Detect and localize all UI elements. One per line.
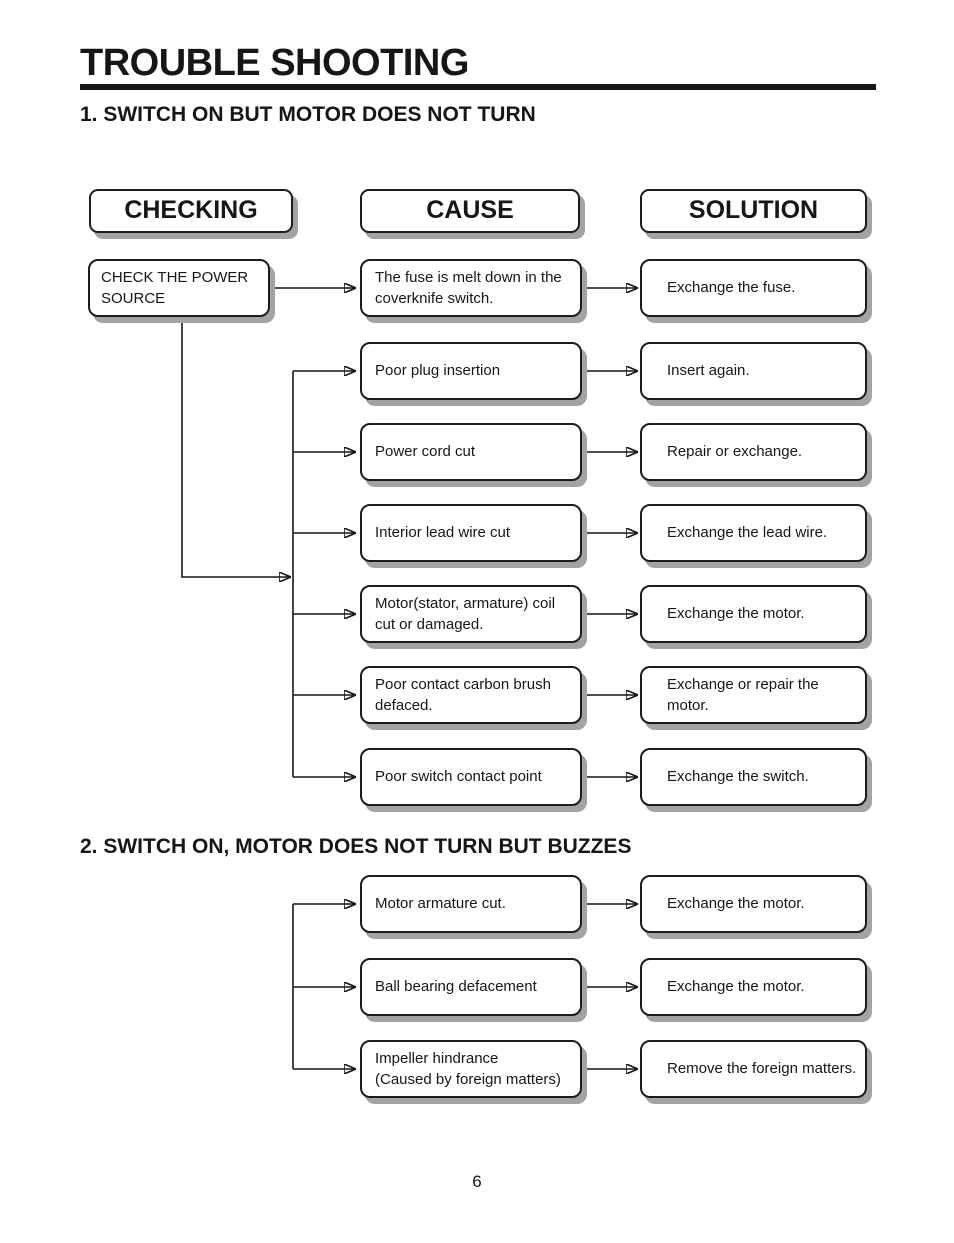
solution-text: Exchange the fuse. (667, 279, 796, 297)
cause-text: The fuse is melt down in the coverknife … (375, 268, 562, 307)
solution-box: Exchange or repair the motor. (640, 666, 867, 724)
checking-box-text: CHECK THE POWER SOURCE (101, 268, 249, 307)
cause-text: Impeller hindrance (Caused by foreign ma… (375, 1049, 561, 1088)
solution-box: Exchange the switch. (640, 748, 867, 806)
solution-text: Exchange the motor. (667, 978, 805, 996)
cause-box: Motor armature cut. (360, 875, 582, 933)
cause-box: Ball bearing defacement (360, 958, 582, 1016)
page-number: 6 (472, 1172, 482, 1191)
cause-text: Poor switch contact point (375, 768, 542, 786)
solution-box: Remove the foreign matters. (640, 1040, 867, 1098)
cause-text: Motor armature cut. (375, 895, 506, 913)
cause-box: Poor contact carbon brush defaced. (360, 666, 582, 724)
cause-text: Poor plug insertion (375, 362, 501, 380)
cause-box: Interior lead wire cut (360, 504, 582, 562)
solution-text: Exchange the motor. (667, 605, 805, 623)
column-header-checking-label: CHECKING (124, 196, 258, 225)
cause-text: Power cord cut (375, 443, 476, 461)
column-header-cause: CAUSE (360, 189, 580, 233)
column-header-checking: CHECKING (89, 189, 293, 233)
solution-text: Insert again. (667, 362, 750, 380)
column-header-cause-label: CAUSE (426, 196, 514, 225)
cause-box: Poor plug insertion (360, 342, 582, 400)
solution-box: Exchange the fuse. (640, 259, 867, 317)
solution-box: Exchange the motor. (640, 585, 867, 643)
cause-text: Motor(stator, armature) coil cut or dama… (375, 594, 556, 633)
solution-text: Exchange the switch. (667, 768, 809, 786)
cause-box: The fuse is melt down in the coverknife … (360, 259, 582, 317)
solution-text: Exchange the lead wire. (667, 524, 828, 542)
solution-text: Repair or exchange. (667, 443, 803, 461)
column-header-solution: SOLUTION (640, 189, 867, 233)
cause-box: Poor switch contact point (360, 748, 582, 806)
column-header-solution-label: SOLUTION (688, 196, 819, 225)
solution-box: Repair or exchange. (640, 423, 867, 481)
section1-heading: 1. SWITCH ON BUT MOTOR DOES NOT TURN (80, 103, 536, 126)
cause-text: Interior lead wire cut (375, 524, 511, 542)
solution-text: Exchange or repair the motor. (667, 675, 819, 714)
solution-text: Exchange the motor. (667, 895, 805, 913)
cause-text: Poor contact carbon brush defaced. (375, 675, 551, 714)
section2-heading: 2. SWITCH ON, MOTOR DOES NOT TURN BUT BU… (80, 835, 632, 858)
cause-text: Ball bearing defacement (375, 978, 537, 996)
solution-box: Exchange the motor. (640, 958, 867, 1016)
solution-box: Exchange the motor. (640, 875, 867, 933)
solution-text: Remove the foreign matters. (667, 1060, 857, 1078)
cause-box: Motor(stator, armature) coil cut or dama… (360, 585, 582, 643)
solution-box: Insert again. (640, 342, 867, 400)
cause-box: Power cord cut (360, 423, 582, 481)
page-title: TROUBLE SHOOTING (80, 42, 469, 84)
solution-box: Exchange the lead wire. (640, 504, 867, 562)
cause-box: Impeller hindrance (Caused by foreign ma… (360, 1040, 582, 1098)
title-underline (80, 84, 876, 90)
checking-box: CHECK THE POWER SOURCE (88, 259, 270, 317)
